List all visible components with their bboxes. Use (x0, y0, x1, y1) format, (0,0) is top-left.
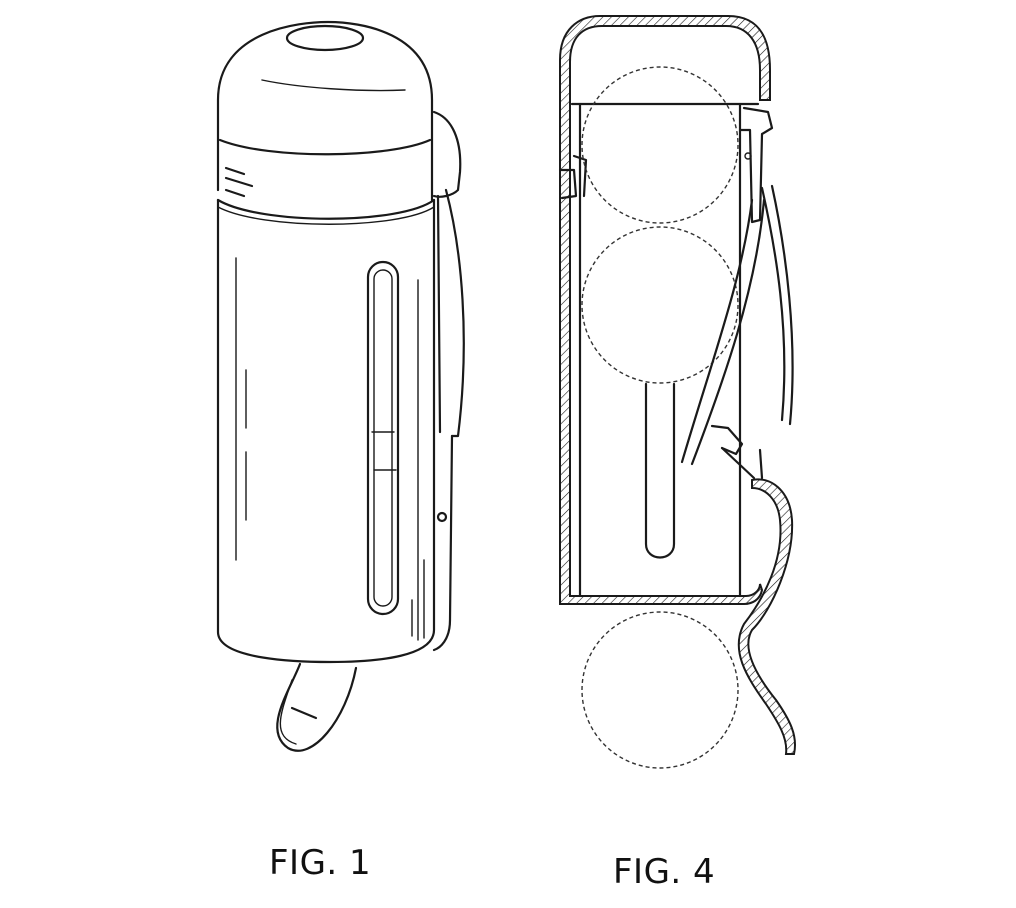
fig4-spring-arm (680, 184, 794, 466)
fig4-ball-middle (581, 226, 739, 384)
fig4-ball-top (581, 66, 739, 224)
fig1-tab-grip (290, 706, 318, 720)
fig1-pull-tab (276, 662, 358, 752)
fig4-release-lever (710, 424, 764, 480)
fig1-clip (432, 110, 465, 652)
fig4-slot (644, 382, 676, 559)
fig1-vent-slots (224, 166, 254, 198)
fig4-ball-dispensed (581, 611, 739, 769)
fig1-body (216, 198, 436, 664)
figure-4-label: FIG. 4 (613, 852, 716, 892)
fig1-cap-top-opening (285, 24, 365, 52)
figure-1-label: FIG. 1 (269, 843, 372, 883)
fig4-section (558, 15, 796, 769)
fig1-dispenser (216, 20, 465, 752)
fig1-cap (216, 20, 434, 202)
fig1-viewing-window (366, 260, 400, 616)
fig4-flex-tab (737, 478, 796, 755)
fig4-housing-wall (559, 15, 771, 605)
